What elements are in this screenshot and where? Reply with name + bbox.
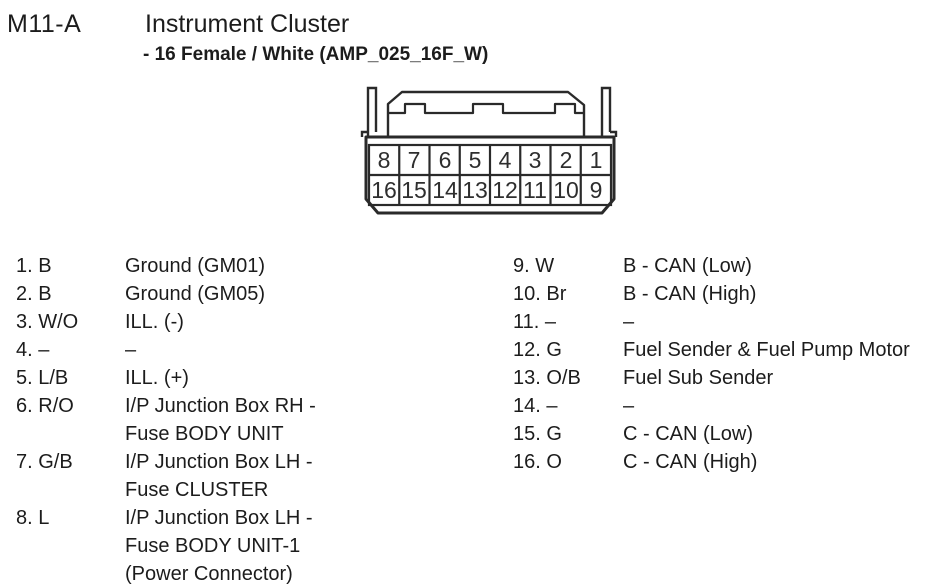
pin-row-7: 7. G/B I/P Junction Box LH - Fuse CLUSTE… [16,448,456,504]
wire-color: L [38,507,50,529]
wire-color: – [544,311,557,333]
wire-color: G [546,423,562,445]
wire-color: O/B [546,367,581,389]
wire-color: L/B [38,367,69,389]
connector-left-prong [360,86,378,137]
pin-description: I/P Junction Box RH - Fuse BODY UNIT [125,395,316,445]
connector-subtitle: - 16 Female / White (AMP_025_16F_W) [143,44,489,65]
pin-description: C - CAN (High) [623,451,758,473]
pin-description: C - CAN (Low) [623,423,754,445]
pin-label: 3. W/O [16,311,79,333]
pin-list-right: 9. W B - CAN (Low) 10. Br B - CAN (High)… [513,252,943,476]
pin-description: Ground (GM01) [125,255,266,277]
pin-cell-7: 7 [408,147,421,173]
pin-row-8: 8. L I/P Junction Box LH - Fuse BODY UNI… [16,504,456,588]
pin-row-6: 6. R/O I/P Junction Box RH - Fuse BODY U… [16,392,456,448]
pin-description: – [623,395,635,417]
pin-label: 16. O [513,451,562,473]
pin-label: 10. Br [513,283,567,305]
pin-row-16: 16. O C - CAN (High) [513,448,943,476]
pin-label: 1. B [16,255,52,277]
pin-label: 7. G/B [16,451,73,473]
page-title: Instrument Cluster [145,10,350,38]
connector-hood-latch-line [388,102,584,115]
connector-hood [386,90,586,137]
pin-row-13: 13. O/B Fuel Sub Sender [513,364,943,392]
pin-label: 12. G [513,339,562,361]
pin-cell-6: 6 [439,147,452,173]
pin-label: 15. G [513,423,562,445]
connector-diagram: 8 7 6 5 4 3 2 1 16 15 14 13 12 11 10 9 [360,86,618,215]
pin-cell-2: 2 [560,147,573,173]
connector-id: M11-A [7,10,82,38]
connector-body [364,135,616,215]
wire-color: W [535,255,555,277]
pin-description: – [623,311,635,333]
pin-row-10: 10. Br B - CAN (High) [513,280,943,308]
pin-label: 6. R/O [16,395,74,417]
pin-description: I/P Junction Box LH - Fuse CLUSTER [125,451,313,501]
pin-description: ILL. (-) [125,311,184,333]
pin-list-left: 1. B Ground (GM01) 2. B Ground (GM05) 3.… [16,252,456,588]
pin-cell-8: 8 [378,147,391,173]
wire-color: O [546,451,562,473]
pin-row-1: 1. B Ground (GM01) [16,252,456,280]
wire-color: G [546,339,562,361]
pin-row-9: 9. W B - CAN (Low) [513,252,943,280]
pin-label: 11. – [513,311,557,333]
pin-cell-12: 12 [492,177,518,203]
pin-row-15: 15. G C - CAN (Low) [513,420,943,448]
connector-right-prong [600,86,618,137]
pin-row-14: 14. – – [513,392,943,420]
pin-cell-5: 5 [469,147,482,173]
pin-cell-13: 13 [462,177,488,203]
pin-row-11: 11. – – [513,308,943,336]
wire-color: B [38,255,52,277]
pin-description: I/P Junction Box LH - Fuse BODY UNIT-1 (… [125,507,313,585]
pin-description: Fuel Sender & Fuel Pump Motor [623,339,910,361]
wire-color: R/O [38,395,74,417]
pin-label: 14. – [513,395,558,417]
wire-color: – [546,395,558,417]
pin-label: 13. O/B [513,367,581,389]
pin-description: ILL. (+) [125,367,189,389]
pin-cell-14: 14 [432,177,458,203]
wire-color: B [38,283,52,305]
pin-row-2: 2. B Ground (GM05) [16,280,456,308]
pin-label: 2. B [16,283,52,305]
pin-cell-16: 16 [371,177,397,203]
pin-description: Fuel Sub Sender [623,367,774,389]
pin-row-3: 3. W/O ILL. (-) [16,308,456,336]
pin-cell-11: 11 [523,177,547,203]
pin-description: B - CAN (Low) [623,255,752,277]
pin-label: 4. – [16,339,50,361]
pin-cell-10: 10 [553,177,579,203]
pin-label: 9. W [513,255,555,277]
wire-color: Br [546,283,567,305]
pin-description: Ground (GM05) [125,283,266,305]
pin-label: 8. L [16,507,50,529]
pin-cell-15: 15 [401,177,427,203]
pin-cell-9: 9 [590,177,603,203]
pin-row-4: 4. – – [16,336,456,364]
wire-color: G/B [38,451,73,473]
wire-color: – [38,339,50,361]
pin-cell-3: 3 [529,147,542,173]
pin-row-5: 5. L/B ILL. (+) [16,364,456,392]
pin-description: – [125,339,137,361]
pin-cell-4: 4 [499,147,512,173]
pin-label: 5. L/B [16,367,69,389]
wire-color: W/O [38,311,79,333]
pin-row-12: 12. G Fuel Sender & Fuel Pump Motor [513,336,943,364]
pin-cell-1: 1 [590,147,603,173]
pin-description: B - CAN (High) [623,283,757,305]
